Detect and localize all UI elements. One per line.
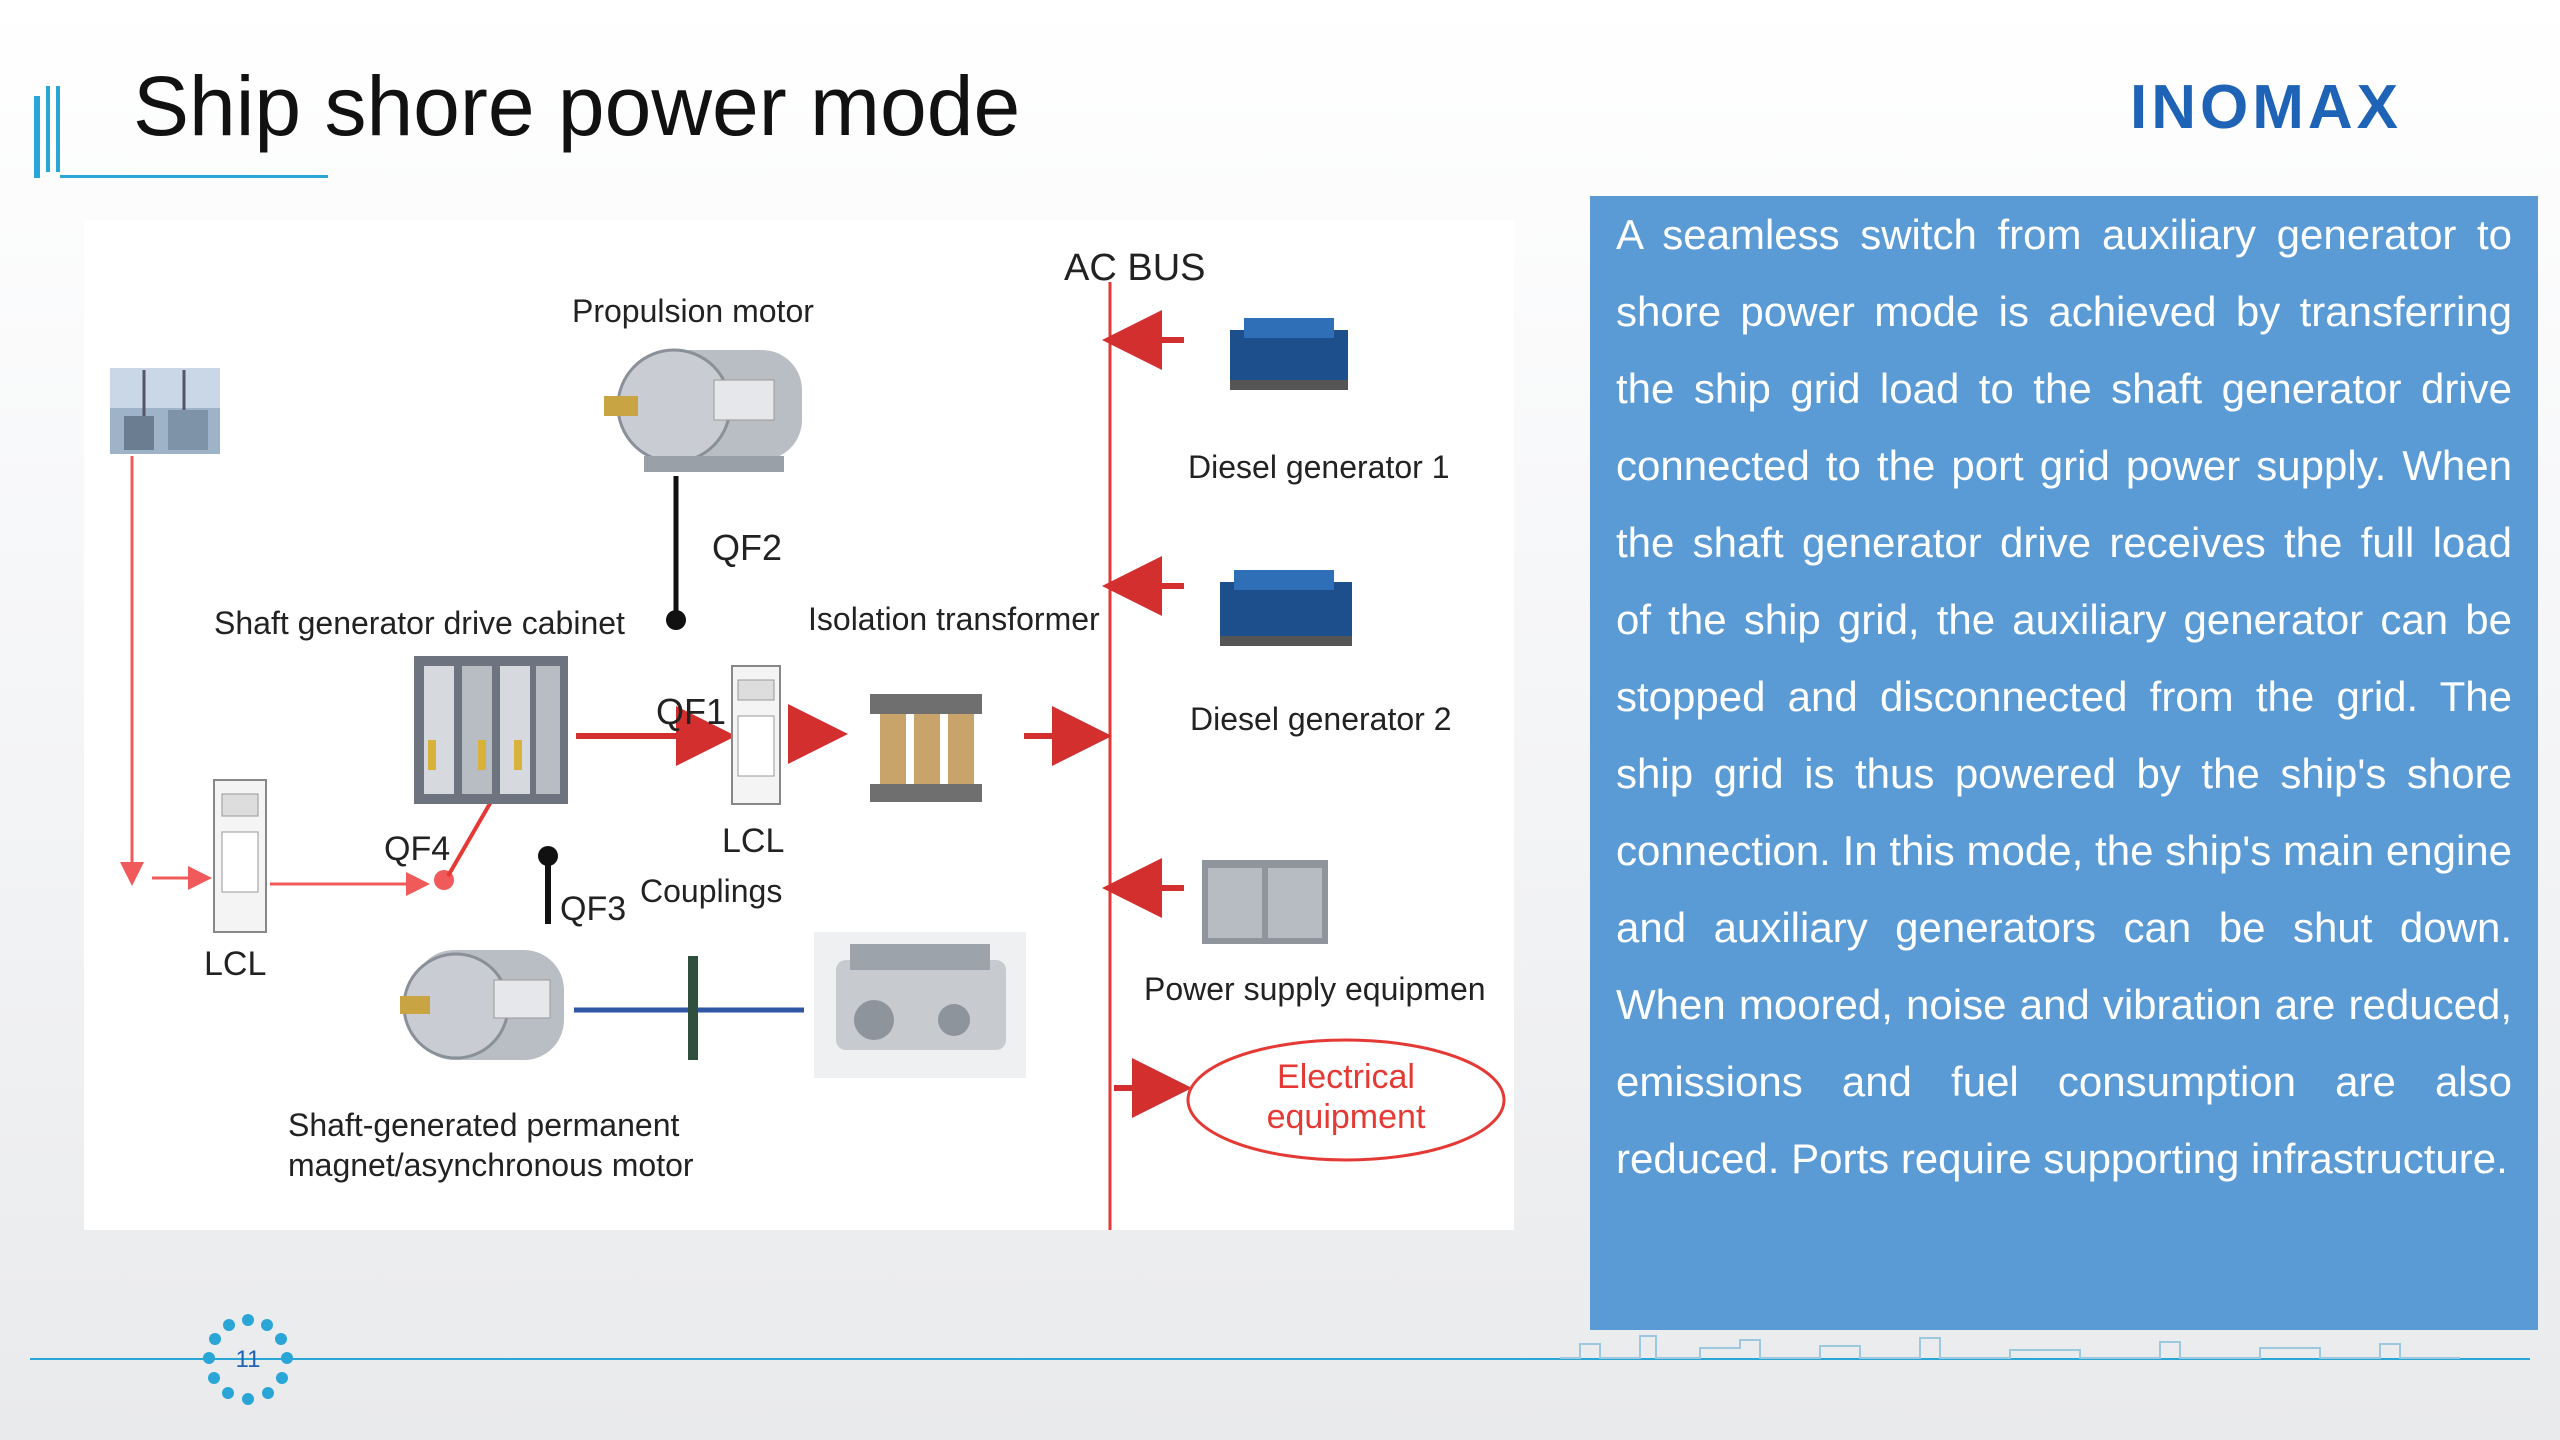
switchgear-icon: [1202, 860, 1328, 944]
qf2-label: QF2: [712, 527, 782, 568]
cabinet-icon: [414, 656, 568, 804]
shore-substation-icon: [110, 368, 220, 454]
diesel-gen-1-label: Diesel generator 1: [1188, 449, 1449, 485]
lcl-left-label: LCL: [204, 945, 266, 983]
description-panel: A seamless switch from auxiliary generat…: [1590, 196, 2538, 1330]
gear-page-icon: [203, 1314, 293, 1405]
power-supply-label: Power supply equipmen: [1144, 971, 1486, 1007]
qf4-label: QF4: [384, 830, 450, 868]
motor-icon: [400, 950, 564, 1060]
shaft-cabinet-label: Shaft generator drive cabinet: [214, 605, 625, 641]
motor-icon: [604, 348, 802, 472]
page-number: 11: [235, 1346, 261, 1373]
shaft-motor-label-2: magnet/asynchronous motor: [288, 1147, 694, 1183]
brand-logo: INOMAX: [2130, 73, 2402, 142]
propulsion-motor-label: Propulsion motor: [572, 293, 814, 329]
page-number-badge: 11: [200, 1312, 296, 1408]
lcl-top-icon: [731, 665, 781, 805]
lcl-top-label: LCL: [722, 822, 784, 860]
electrical-equipment-ellipse: [1186, 1038, 1506, 1162]
skyline-decoration: [1560, 1335, 2460, 1359]
qf3-label: QF3: [560, 890, 626, 928]
generator-icon: [1230, 318, 1348, 390]
footer-line: [30, 1358, 2530, 1360]
couplings-label: Couplings: [640, 873, 782, 909]
isolation-transformer-label: Isolation transformer: [808, 601, 1100, 637]
transformer-icon: [870, 694, 982, 802]
slide-title: Ship shore power mode: [133, 59, 1021, 153]
shore-power-diagram: AC BUS LCL QF4 Propulsion motor QF2 Shaf…: [84, 220, 1514, 1230]
shaft-motor-label-1: Shaft-generated permanent: [288, 1107, 679, 1143]
description-text: A seamless switch from auxiliary generat…: [1616, 211, 2512, 1182]
ac-bus-label: AC BUS: [1064, 247, 1205, 289]
generator-icon: [1220, 570, 1352, 646]
lcl-left-icon: [213, 779, 267, 933]
qf1-label: QF1: [656, 691, 726, 732]
coupling-icon: [688, 956, 698, 1060]
title-underline: [60, 175, 328, 178]
qf4-switch: [446, 798, 494, 878]
diesel-gen-2-label: Diesel generator 2: [1190, 701, 1451, 737]
title-bracket-icon: [34, 86, 60, 178]
engine-icon: [814, 932, 1026, 1078]
electrical-equipment-label-2: equipment: [1267, 1098, 1426, 1136]
electrical-equipment-label-1: Electrical: [1277, 1058, 1415, 1096]
